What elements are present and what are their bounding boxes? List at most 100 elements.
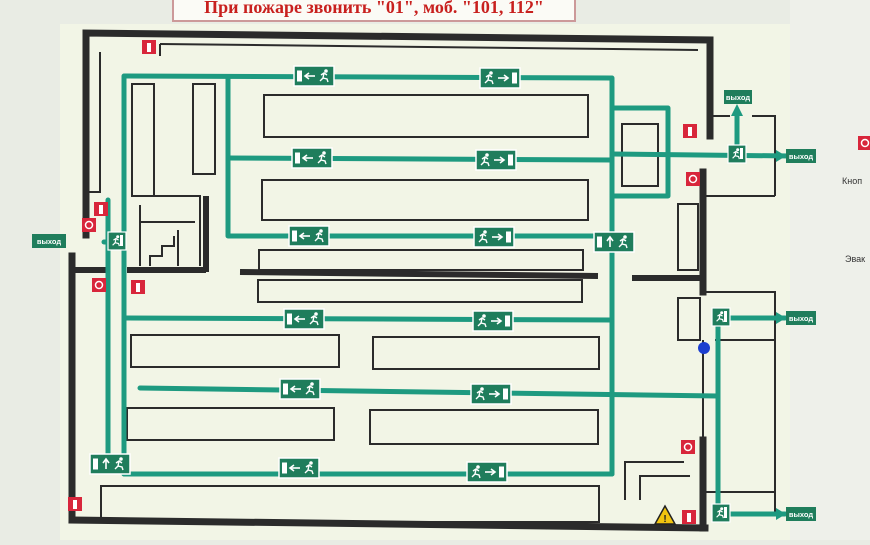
arrow-left-icon xyxy=(303,72,315,80)
exit-running-man-icon xyxy=(309,312,319,326)
arrow-up-icon xyxy=(606,235,614,247)
arrow-right-icon xyxy=(776,150,786,162)
exit-label: выход xyxy=(32,234,66,248)
exit-label-text: выход xyxy=(789,510,813,519)
arrow-right-icon xyxy=(491,317,503,325)
exit-running-man-icon xyxy=(314,229,324,243)
exit-label: выход xyxy=(724,90,752,104)
route-row xyxy=(121,315,615,323)
arrow-left-icon xyxy=(301,154,313,162)
rack xyxy=(263,94,589,138)
exit-direction-sign xyxy=(473,226,515,248)
exit-direction-sign xyxy=(466,461,508,483)
route-to-exit-right-top xyxy=(609,151,793,159)
wall-top-left xyxy=(82,29,714,204)
rack xyxy=(261,179,589,221)
fire-alarm-button-icon xyxy=(82,218,96,232)
fire-extinguisher-icon xyxy=(142,40,156,54)
arrow-right-icon xyxy=(485,468,497,476)
exit-door-sign xyxy=(711,307,731,327)
fire-phone-header: При пожаре звонить "01", моб. "101, 112" xyxy=(172,0,576,22)
exit-running-man-icon xyxy=(114,457,124,471)
rack xyxy=(192,83,216,175)
route-row xyxy=(225,155,615,163)
exit-label-text: выход xyxy=(37,237,61,246)
exit-label-text: выход xyxy=(789,152,813,161)
legend-label-evacuation: Эвак xyxy=(845,254,866,264)
arrow-right-icon xyxy=(498,74,510,82)
fire-alarm-button-icon xyxy=(858,136,870,150)
exit-running-man-icon xyxy=(484,71,494,85)
exit-direction-sign xyxy=(472,310,514,332)
exit-direction-sign xyxy=(291,147,333,169)
exit-direction-sign xyxy=(593,231,635,253)
exit-running-man-icon xyxy=(319,69,329,83)
rack xyxy=(130,334,340,368)
exit-label: выход xyxy=(786,149,816,163)
exit-running-man-icon xyxy=(480,153,490,167)
arrow-left-icon xyxy=(298,232,310,240)
route-side-loop xyxy=(609,105,671,199)
fire-extinguisher-icon xyxy=(683,124,697,138)
fire-extinguisher-icon xyxy=(68,497,82,511)
svg-text:!: ! xyxy=(663,514,666,525)
arrow-right-icon xyxy=(776,312,786,324)
arrow-left-icon xyxy=(289,385,301,393)
warning-electric-icon: ! xyxy=(653,504,677,525)
arrow-right-icon xyxy=(489,390,501,398)
exit-door-sign xyxy=(107,231,127,251)
exit-label-text: выход xyxy=(726,93,750,102)
rack xyxy=(126,407,335,441)
rack xyxy=(677,203,699,271)
route-outer-loop xyxy=(121,73,615,477)
exit-running-man-icon xyxy=(732,148,740,160)
exit-direction-sign xyxy=(475,149,517,171)
exit-label: выход xyxy=(786,311,816,325)
exit-direction-sign xyxy=(283,308,325,330)
exit-direction-sign xyxy=(470,383,512,405)
rack xyxy=(257,279,583,303)
partition-wall xyxy=(239,269,599,279)
exit-running-man-icon xyxy=(112,235,120,247)
route-row xyxy=(137,385,721,399)
you-are-here-icon xyxy=(698,342,710,354)
exit-direction-sign xyxy=(293,65,335,87)
rack xyxy=(258,249,584,271)
exit-direction-sign xyxy=(288,225,330,247)
legend-label-button: Кноп xyxy=(842,176,863,186)
thin-walls xyxy=(86,43,776,523)
arrow-left-icon xyxy=(293,315,305,323)
exit-running-man-icon xyxy=(716,311,724,323)
exit-door-sign xyxy=(711,503,731,523)
route-arrowheads xyxy=(731,104,786,520)
arrow-right-icon xyxy=(776,508,786,520)
exit-direction-sign xyxy=(278,457,320,479)
fire-extinguisher-icon xyxy=(94,202,108,216)
rack xyxy=(369,409,599,445)
arrow-up-icon xyxy=(731,104,743,116)
rack xyxy=(131,83,155,197)
fire-alarm-button-icon xyxy=(92,278,106,292)
exit-direction-sign xyxy=(279,378,321,400)
exit-label-text: выход xyxy=(789,314,813,323)
rack xyxy=(372,336,600,370)
inner-walls xyxy=(72,196,703,281)
exit-running-man-icon xyxy=(477,314,487,328)
fire-extinguisher-icon xyxy=(131,280,145,294)
exit-running-man-icon xyxy=(618,235,628,249)
exit-running-man-icon xyxy=(475,387,485,401)
exit-running-man-icon xyxy=(305,382,315,396)
arrow-left-icon xyxy=(288,464,300,472)
exit-door-sign xyxy=(727,144,747,164)
exit-running-man-icon xyxy=(304,461,314,475)
exit-running-man-icon xyxy=(317,151,327,165)
exit-direction-sign xyxy=(89,453,131,475)
fire-alarm-button-icon xyxy=(686,172,700,186)
legend-area xyxy=(790,0,870,540)
exit-running-man-icon xyxy=(478,230,488,244)
exit-running-man-icon xyxy=(471,465,481,479)
arrow-right-icon xyxy=(492,233,504,241)
fire-extinguisher-icon xyxy=(682,510,696,524)
